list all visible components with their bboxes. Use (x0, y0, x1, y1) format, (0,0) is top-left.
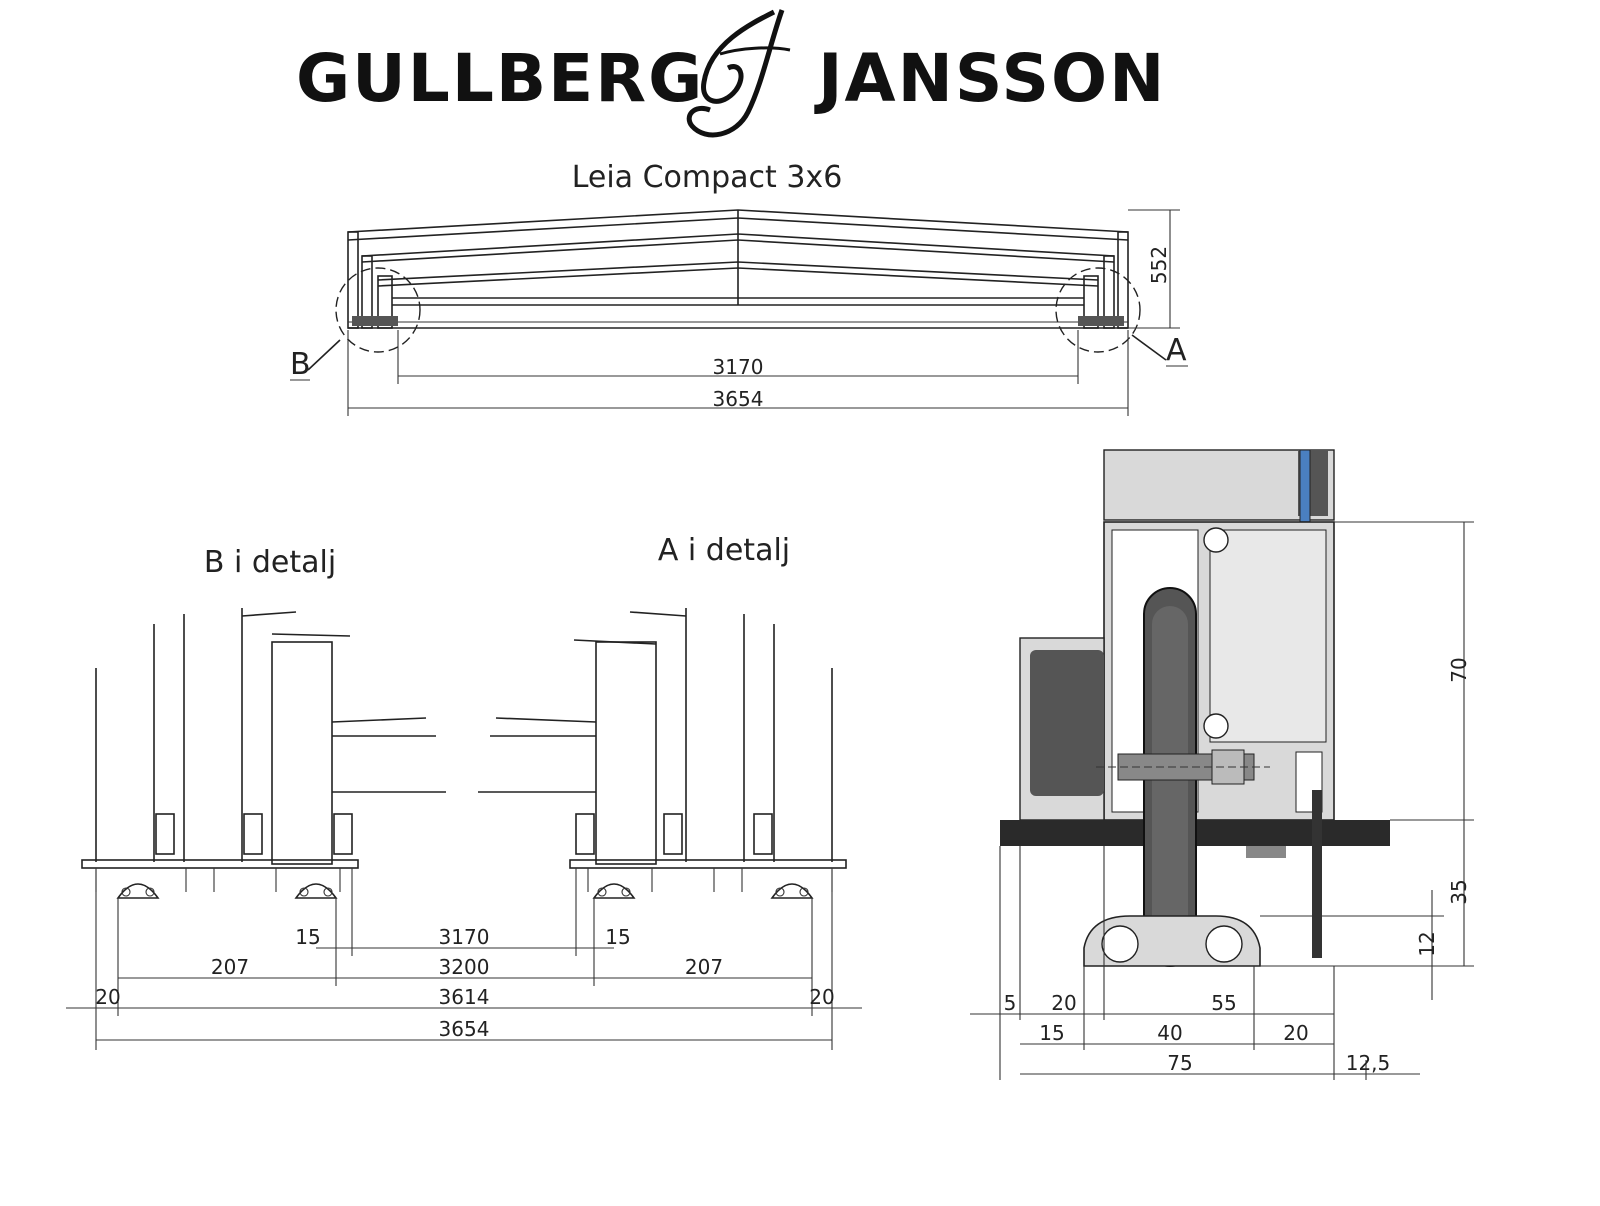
brand-logo: GULLBERG JANSSON (0, 9, 1600, 148)
detail-dimension-chain: 15 3170 15 207 3200 207 20 3614 20 3654 (66, 868, 862, 1050)
dim-15-right: 15 (605, 925, 630, 949)
dim-12: 12 (1415, 931, 1439, 956)
drawing-title: Leia Compact 3x6 (572, 160, 843, 195)
dim-3614: 3614 (439, 985, 490, 1009)
callout-a: A (1166, 333, 1187, 368)
dim-20-section-b: 20 (1283, 1021, 1308, 1045)
dim-55: 55 (1211, 991, 1236, 1015)
dim-5: 5 (1004, 991, 1017, 1015)
brand-right-word: JANSSON (818, 40, 1167, 117)
detail-b-title: B i detalj (204, 545, 336, 580)
brand-monogram (686, 9, 791, 138)
overview-elevation: B A 552 3170 3654 (290, 209, 1188, 416)
detail-a-title: A i detalj (658, 533, 790, 568)
detail-circle-a (1055, 267, 1141, 353)
dim-40: 40 (1157, 1021, 1182, 1045)
detail-a-drawing (478, 608, 847, 899)
dim-552: 552 (1147, 246, 1171, 284)
dim-35: 35 (1447, 879, 1471, 904)
dim-3170-overview: 3170 (713, 355, 764, 379)
dim-3654-detail: 3654 (439, 1017, 490, 1041)
dim-207-left: 207 (211, 955, 249, 979)
dim-15-left: 15 (295, 925, 320, 949)
dim-3200: 3200 (439, 955, 490, 979)
dim-70: 70 (1447, 657, 1471, 682)
dim-3654-overview: 3654 (713, 387, 764, 411)
section-view: 70 35 12 5 20 55 15 40 20 75 12,5 (970, 449, 1474, 1080)
dim-15-section: 15 (1039, 1021, 1064, 1045)
dim-75: 75 (1167, 1051, 1192, 1075)
callout-b: B (290, 347, 311, 382)
detail-circle-b (335, 267, 421, 353)
dim-3170-detail: 3170 (439, 925, 490, 949)
brand-left-word: GULLBERG (296, 40, 705, 117)
detail-b-drawing (81, 608, 446, 899)
dim-207-right: 207 (685, 955, 723, 979)
dim-20-left: 20 (95, 985, 120, 1009)
dim-20-section-a: 20 (1051, 991, 1076, 1015)
dim-20-right: 20 (809, 985, 834, 1009)
dim-12-5: 12,5 (1346, 1051, 1391, 1075)
